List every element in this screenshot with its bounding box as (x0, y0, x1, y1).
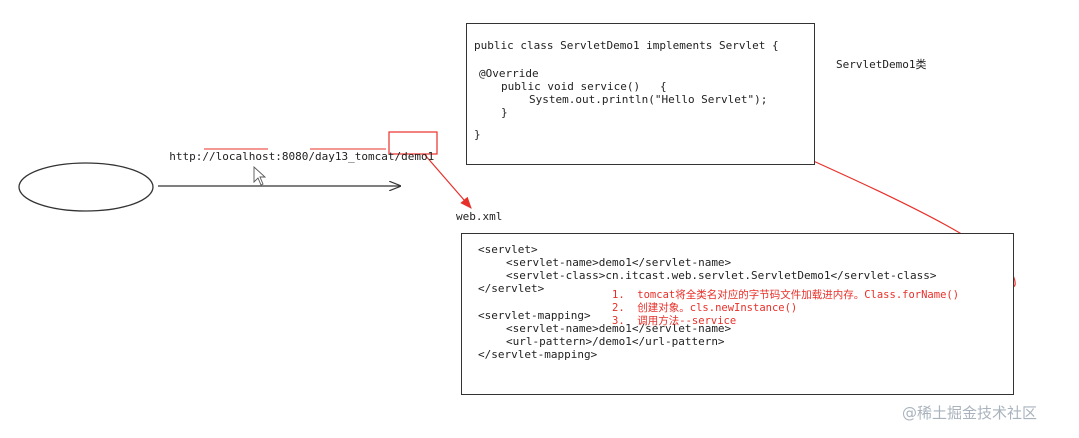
servlet-open: <servlet> (478, 243, 538, 256)
override-annotation: @Override (479, 67, 539, 80)
servlet-class-open-tag: <servlet-class> (506, 269, 606, 282)
url-port: :8080/ (275, 150, 315, 163)
servlet-name-line: <servlet-name>demo1</servlet-name> (506, 256, 731, 269)
method-close-brace: } (501, 106, 508, 119)
servlet-class-box: public class ServletDemo1 implements Ser… (466, 23, 815, 165)
client-ellipse (18, 162, 154, 212)
servlet-class-value: cn.itcast.web.servlet.ServletDemo1 (605, 269, 831, 282)
url-pattern-line: <url-pattern>/demo1</url-pattern> (506, 335, 725, 348)
url-app: day13_tomcat (314, 150, 395, 163)
mapping-name-open-tag: <servlet-name> (506, 322, 599, 335)
webxml-box: <servlet> <servlet-name>demo1</servlet-n… (461, 233, 1014, 395)
cursor-icon (253, 165, 267, 186)
class-declaration: public class ServletDemo1 implements Ser… (474, 39, 779, 52)
mapping-name-close-tag: </servlet-name> (631, 322, 732, 335)
service-method: public void service() { (501, 80, 667, 93)
servlet-class-line: <servlet-class>cn.itcast.web.servlet.Ser… (506, 269, 936, 282)
url-to-webxml-arrow (424, 154, 472, 209)
servlet-class-close-tag: </servlet-class> (830, 269, 937, 282)
mapping-open: <servlet-mapping> (478, 309, 591, 322)
class-label: ServletDemo1类 (836, 58, 927, 71)
webxml-label: web.xml (456, 210, 503, 223)
request-url: http://localhost:8080/day13_tomcat/demo1 (156, 137, 434, 163)
mapping-name-value: demo1 (598, 322, 632, 335)
mapping-close: </servlet-mapping> (478, 348, 598, 361)
watermark: @稀土掘金技术社区 (902, 404, 1038, 422)
url-slash: / (394, 150, 402, 163)
url-prefix: http:// (169, 150, 216, 163)
println-statement: System.out.println("Hello Servlet"); (529, 93, 768, 106)
note-step-1: 1. tomcat将全类名对应的字节码文件加载进内存。Class.forName… (612, 289, 960, 301)
class-close-brace: } (474, 128, 481, 141)
url-pattern-open-tag: <url-pattern> (506, 335, 593, 348)
servlet-name-value: demo1 (598, 256, 632, 269)
url-pattern-value: /demo1 (592, 335, 632, 348)
note-step-3: 3. 调用方法--service (612, 315, 737, 327)
url-host: localhost (215, 150, 276, 163)
url-pattern-close-tag: </url-pattern> (631, 335, 725, 348)
servlet-close: </servlet> (478, 282, 545, 295)
mapping-name-line: <servlet-name>demo1</servlet-name> (506, 322, 731, 335)
url-highlight-box (388, 131, 438, 155)
servlet-name-open-tag: <servlet-name> (506, 256, 599, 269)
servlet-name-close-tag: </servlet-name> (631, 256, 732, 269)
note-step-2: 2. 创建对象。cls.newInstance() (612, 302, 798, 314)
url-resource: demo1 (401, 150, 435, 163)
